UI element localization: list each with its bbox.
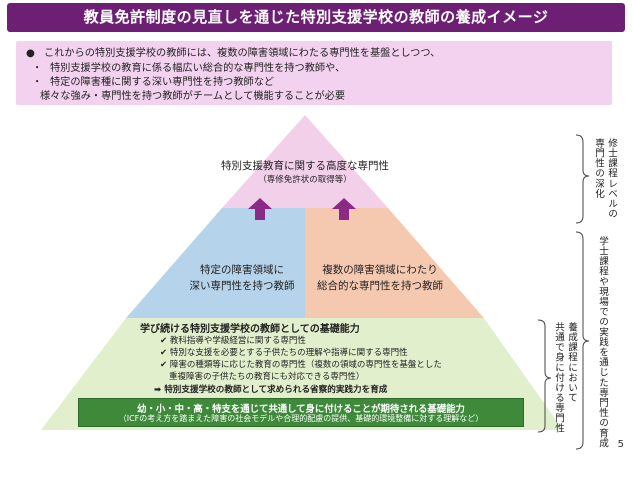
pyramid-top-section <box>222 115 388 208</box>
base-heading: 学び続ける特別支援学校の教師としての基礎能力 <box>140 324 360 335</box>
brace-undergrad <box>575 231 590 450</box>
base-item: ✔ 教科指導や学級経営に関する専門性 <box>160 336 306 346</box>
note-box: ●これからの特別支援学校の教師には、複数の障害領域にわたる専門性を基盤としつつ、… <box>16 41 612 105</box>
check-icon: ✔ <box>160 348 170 358</box>
pyramid-right-section <box>305 208 484 318</box>
base-item: ✔ 特別な支援を必要とする子供たちの理解や指導に関する専門性 <box>160 348 408 358</box>
arrow-right-icon: ➡ <box>154 385 165 395</box>
top-section-subtitle: （専修免許状の取得等） <box>258 175 352 185</box>
check-icon: ✔ <box>160 336 170 346</box>
base-item-continued: 重複障害の子供たちの教育にも対応できる専門性） <box>169 372 365 382</box>
brace-common <box>537 319 552 433</box>
foundation-bar: 幼・小・中・高・特支を通じて共通して身に付けることが期待される基礎能力 （ICF… <box>78 398 524 427</box>
base-item: ✔ 障害の種類等に応じた教育の専門性（複数の領域の専門性を基盤とした <box>160 360 442 370</box>
left-section-line-2: 深い専門性を持つ教師 <box>189 280 295 292</box>
side-label-master: 修士課程レベルの 専門性の深化 <box>593 138 617 219</box>
foundation-title: 幼・小・中・高・特支を通じて共通して身に付けることが期待される基礎能力 <box>137 404 465 415</box>
side-label-common: 養成課程において 共通で身に付ける専門性 <box>553 322 577 434</box>
note-line-3: ・特定の障害種に関する深い専門性を持つ教師など <box>32 73 274 88</box>
note-line-2: ・特別支援学校の教育に係る幅広い総合的な専門性を持つ教師や、 <box>32 59 345 74</box>
bullet-icon: ・ <box>32 63 43 74</box>
left-section-line-1: 特定の障害領域に <box>200 264 284 276</box>
up-arrow-left-icon <box>248 198 272 220</box>
brace-master <box>575 134 590 224</box>
top-section-title: 特別支援教育に関する高度な専門性 <box>221 160 389 172</box>
right-section-line-1: 複数の障害領域にわたり <box>322 264 438 276</box>
note-line-4: 様々な強み・専門性を持つ教師がチームとして機能することが必要 <box>40 91 346 102</box>
title-bar: 教員免許制度の見直しを通じた特別支援学校の教師の養成イメージ <box>7 3 625 32</box>
up-arrow-right-icon <box>332 198 356 220</box>
right-section-line-2: 総合的な専門性を持つ教師 <box>317 280 443 292</box>
bullet-icon: ● <box>26 48 35 59</box>
side-label-undergrad: 学士課程や現場での実践を通じた専門性の育成 <box>597 236 608 449</box>
page-title: 教員免許制度の見直しを通じた特別支援学校の教師の養成イメージ <box>83 8 549 26</box>
bullet-icon: ・ <box>32 77 43 88</box>
reflective-practice-line: ➡ 特別支援学校の教師として求められる省察的実践力を育成 <box>154 385 388 395</box>
foundation-subtitle: （ICFの考え方を踏まえた障害の社会モデルや合理的配慮の提供、基礎的環境整備に対… <box>118 414 484 423</box>
pyramid-left-section <box>126 208 305 318</box>
check-icon: ✔ <box>160 360 170 370</box>
page-number: 5 <box>617 439 624 450</box>
note-line-1: ●これからの特別支援学校の教師には、複数の障害領域にわたる専門性を基盤としつつ、 <box>26 48 441 59</box>
